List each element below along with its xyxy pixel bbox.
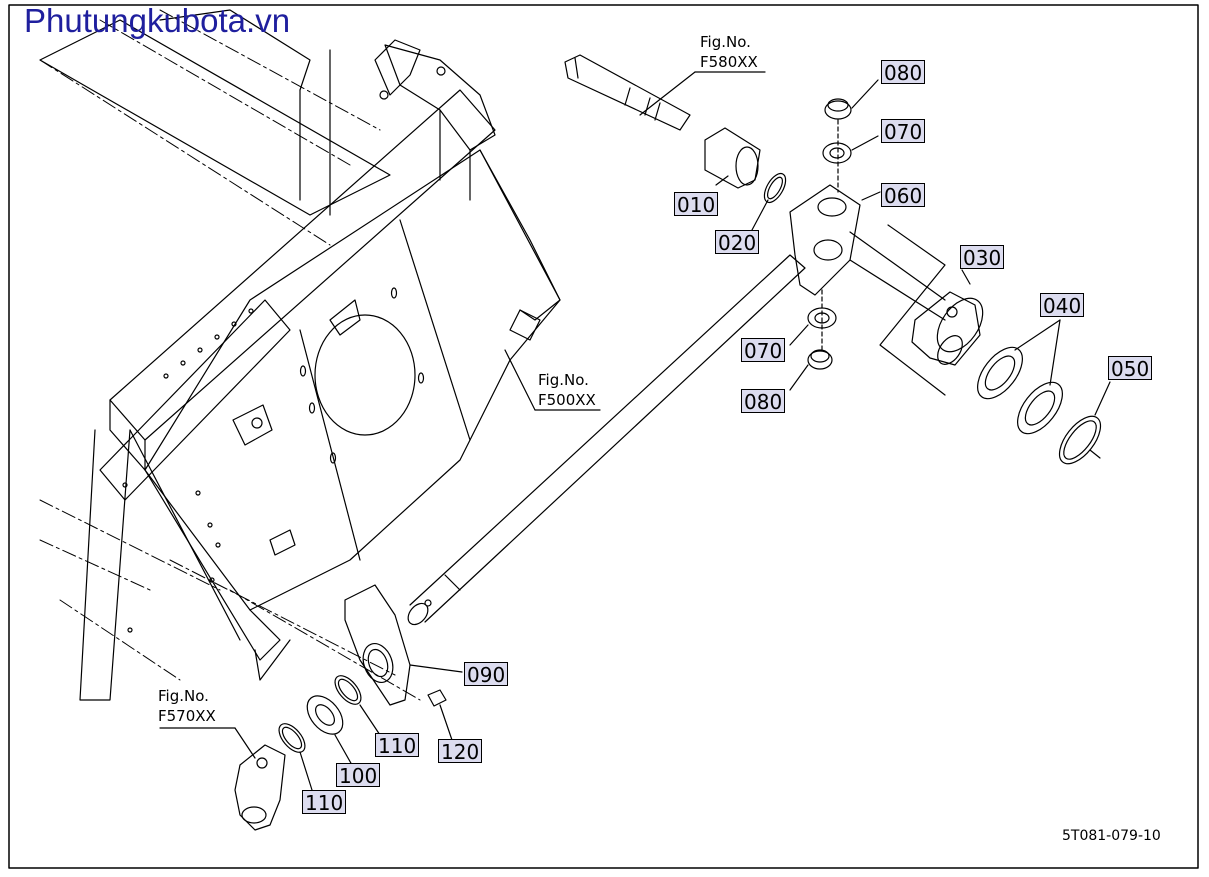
callout-060[interactable]: 060 <box>881 183 926 208</box>
callout-110-upper[interactable]: 110 <box>375 733 420 758</box>
callout-070-lower[interactable]: 070 <box>741 338 786 363</box>
callout-070-upper[interactable]: 070 <box>881 119 926 144</box>
fig-ref-f570-line1: Fig.No. <box>158 687 209 705</box>
fig-ref-f570[interactable]: Fig.No. F570XX <box>158 686 216 726</box>
callout-030[interactable]: 030 <box>960 245 1005 270</box>
fig-ref-f500-line1: Fig.No. <box>538 371 589 389</box>
callout-020[interactable]: 020 <box>715 230 760 255</box>
callout-080-lower[interactable]: 080 <box>741 389 786 414</box>
fig-ref-f570-line2: F570XX <box>158 707 216 725</box>
pinion-shaft <box>564 54 766 131</box>
drawing-code: 5T081-079-10 <box>1062 828 1161 844</box>
callout-050[interactable]: 050 <box>1108 356 1153 381</box>
callout-040[interactable]: 040 <box>1040 293 1085 318</box>
fig-f570-part <box>159 727 286 831</box>
fig-ref-f580[interactable]: Fig.No. F580XX <box>700 32 758 72</box>
part-030-holder <box>879 224 984 396</box>
callout-100[interactable]: 100 <box>336 763 381 788</box>
callout-010[interactable]: 010 <box>674 192 719 217</box>
part-120-bolt <box>427 689 453 741</box>
parts-070-080-lower <box>789 289 837 391</box>
callout-120[interactable]: 120 <box>438 739 483 764</box>
callout-090[interactable]: 090 <box>464 662 509 687</box>
parts-070-080-upper <box>822 79 879 193</box>
callout-080-upper[interactable]: 080 <box>881 60 926 85</box>
part-010-collar <box>704 127 761 189</box>
long-shaft <box>407 254 806 626</box>
part-050-snap-ring <box>1058 381 1111 465</box>
watermark-text: Phutungkubota.vn <box>24 2 291 39</box>
frame-assembly <box>39 9 601 701</box>
part-020-snap-ring <box>751 172 787 231</box>
callout-110-lower[interactable]: 110 <box>302 790 347 815</box>
fig-ref-f500[interactable]: Fig.No. F500XX <box>538 370 596 410</box>
parts-100-110-stack <box>278 675 381 791</box>
part-040-bearings <box>977 319 1063 435</box>
fig-ref-f580-line1: Fig.No. <box>700 33 751 51</box>
part-060-housing <box>789 184 946 321</box>
fig-ref-f580-line2: F580XX <box>700 53 758 71</box>
drawing-frame <box>8 4 1199 869</box>
fig-ref-f500-line2: F500XX <box>538 391 596 409</box>
part-090-bracket <box>344 584 463 706</box>
